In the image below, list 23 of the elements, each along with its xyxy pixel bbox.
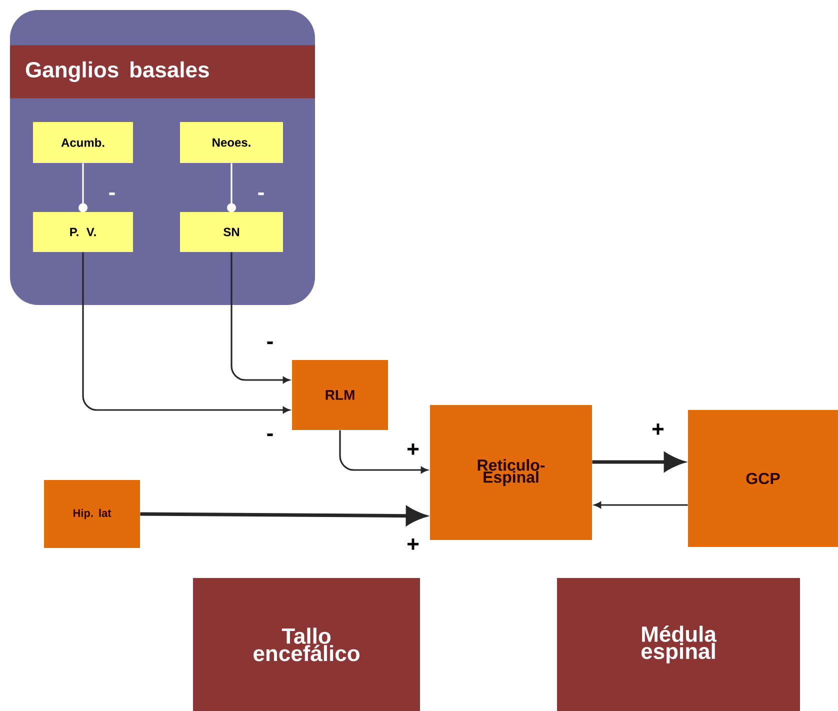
arrow <box>339 430 428 474</box>
dot-connector <box>78 163 88 212</box>
process-box: Hip. lat <box>44 480 140 548</box>
region-label-box: Tallo encefálico <box>193 578 420 711</box>
edge-label: + <box>408 538 419 550</box>
edge-label: - <box>109 192 115 196</box>
process-box: GCP <box>688 410 838 547</box>
region-box: Neoes. <box>180 122 283 163</box>
region-box: P. V. <box>33 212 133 252</box>
process-box: RLM <box>292 360 388 430</box>
edge-label: + <box>408 444 419 455</box>
dot-connector <box>227 163 236 212</box>
process-box: Reticulo- Espinal <box>430 405 592 540</box>
arrow <box>82 252 290 414</box>
region-box: SN <box>180 212 283 252</box>
edge-label: - <box>258 192 264 196</box>
region-box: Acumb. <box>33 122 133 163</box>
edge-label: - <box>267 342 273 344</box>
edge-label: - <box>267 434 273 436</box>
edge-label: + <box>652 424 664 435</box>
region-label-box: Médula espinal <box>557 578 800 711</box>
arrow <box>230 252 290 384</box>
arrow <box>594 502 688 508</box>
